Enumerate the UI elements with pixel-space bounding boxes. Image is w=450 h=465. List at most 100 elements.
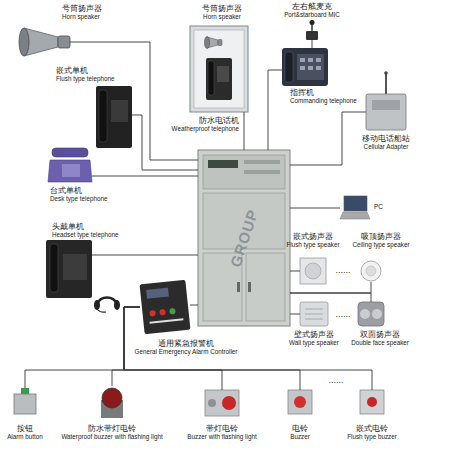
device-node: 壁式扬声器Wall type speaker xyxy=(300,302,328,326)
headset-boom xyxy=(97,309,106,312)
continuation-dots: ...... xyxy=(328,375,343,385)
wire-connector xyxy=(70,42,198,160)
english-label: Alarm button xyxy=(7,433,43,441)
device-node: 按钮Alarm button xyxy=(14,388,36,414)
device-label: 嵌式扬声器Flush type speaker xyxy=(286,232,339,249)
english-label: Waterproof buzzer with flashing light xyxy=(61,433,162,441)
buzzer-dome xyxy=(102,388,122,408)
chinese-label: 嵌式单机 xyxy=(56,66,114,75)
wire-connector xyxy=(112,307,140,386)
device-label: 带灯电铃Buzzer with flashing light xyxy=(187,424,256,441)
controller-strip xyxy=(149,318,183,324)
mic-gooseneck xyxy=(311,24,313,31)
chinese-label: 带灯电铃 xyxy=(187,424,256,433)
chinese-label: 吸顶扬声器 xyxy=(352,232,409,241)
english-label: Horn speaker xyxy=(62,13,102,21)
cabinet-handle xyxy=(237,282,240,292)
wire-connector xyxy=(290,208,340,209)
device-node: 号筒扬声器Horn speaker xyxy=(18,26,70,58)
cabinet-strip xyxy=(244,160,280,164)
chinese-label: 按钮 xyxy=(7,424,43,433)
buzzer-bell xyxy=(367,397,377,407)
device-label: 左右舷麦克Port&starboard MIC xyxy=(284,2,340,19)
chinese-label: 通用紧急报警机 xyxy=(135,339,238,348)
headset-phone-keypad xyxy=(63,254,87,280)
mic-head xyxy=(310,20,315,25)
control-cabinet xyxy=(198,150,290,326)
alarm-button-cap xyxy=(21,388,29,394)
device-label: 嵌式电铃Flush type buzzer xyxy=(347,424,397,441)
commanding-key xyxy=(300,66,305,70)
phone-handset xyxy=(208,61,214,95)
commanding-key xyxy=(316,66,321,70)
device-node: 头戴单机Headset type telephone xyxy=(46,240,92,298)
english-label: General Emergency Alarm Controller xyxy=(135,348,238,356)
device-label: 防水带灯电铃Waterproof buzzer with flashing li… xyxy=(61,424,162,441)
phone-body xyxy=(206,58,232,100)
english-label: Double face speaker xyxy=(351,339,409,347)
wall-speaker xyxy=(300,302,328,326)
ceiling-speaker xyxy=(361,261,381,281)
cabinet-handle xyxy=(248,282,251,292)
connector-group xyxy=(25,40,372,390)
english-label: Weatherproof telephone xyxy=(172,125,239,133)
commanding-key xyxy=(308,58,313,62)
wire-connector xyxy=(290,314,300,315)
flush-phone-handset xyxy=(99,90,107,142)
laptop-screen xyxy=(344,196,367,211)
mic-base xyxy=(306,31,318,40)
chinese-label: 电铃 xyxy=(290,424,310,433)
commanding-key xyxy=(308,66,313,70)
english-label: Wall type speaker xyxy=(289,339,339,347)
device-node: PC xyxy=(340,196,370,220)
double-face-speaker xyxy=(358,302,384,326)
controller-button xyxy=(159,309,166,316)
device-label: 电铃Buzzer xyxy=(290,424,310,441)
laptop-base xyxy=(340,212,370,219)
wire-connector xyxy=(244,112,245,150)
chinese-label: 防水电话机 xyxy=(172,116,239,125)
wire-connector xyxy=(92,176,198,177)
headset-phone-handset xyxy=(50,244,58,292)
device-node: 指挥机Commanding telephone xyxy=(282,48,328,86)
chinese-label: 移动电话船站 xyxy=(362,134,410,143)
desk-phone-keypad xyxy=(62,164,80,177)
device-label: 双面扬声器Double face speaker xyxy=(351,330,409,347)
device-label: PC xyxy=(374,203,383,211)
wire-connector xyxy=(190,305,198,306)
device-node: 防水电话机Weatherproof telephone xyxy=(190,26,248,112)
device-label: 防水电话机Weatherproof telephone xyxy=(172,116,239,133)
wire-connector xyxy=(124,307,300,390)
headset-earcup xyxy=(94,300,100,310)
commanding-keypad xyxy=(297,54,324,80)
desk-phone-body xyxy=(48,160,92,182)
commanding-key xyxy=(300,58,305,62)
cabinet-strip xyxy=(244,170,280,174)
flush-phone-body xyxy=(96,86,132,148)
device-node: 嵌式单机Flush type telephone xyxy=(96,86,132,148)
speaker-grille xyxy=(305,314,323,315)
chinese-label: 号筒扬声器 xyxy=(202,4,242,13)
device-node: 防水带灯电铃Waterproof buzzer with flashing li… xyxy=(98,386,126,418)
chinese-label: 防水带灯电铃 xyxy=(61,424,162,433)
buzzer-bell xyxy=(208,399,216,407)
english-label: Desk type telephone xyxy=(50,195,107,203)
chinese-label: 嵌式电铃 xyxy=(347,424,397,433)
flush-phone-keypad xyxy=(111,100,128,122)
speaker-grille xyxy=(360,309,370,319)
device-label: 台式单机Desk type telephone xyxy=(50,186,107,203)
device-label: 移动电话船站Cellular Adapter xyxy=(362,134,410,151)
device-label: 号筒扬声器Horn speaker xyxy=(202,4,242,21)
cabinet-top-panel xyxy=(203,155,285,189)
wire-connector xyxy=(124,307,372,390)
antenna xyxy=(385,74,387,94)
english-label: Buzzer with flashing light xyxy=(187,433,256,441)
device-label: 嵌式单机Flush type telephone xyxy=(56,66,114,83)
device-label: 按钮Alarm button xyxy=(7,424,43,441)
buzzer-bell xyxy=(294,396,306,408)
device-node: 吸顶扬声器Ceiling type speaker xyxy=(360,260,382,282)
device-label: 壁式扬声器Wall type speaker xyxy=(289,330,339,347)
device-node: 嵌式电铃Flush type buzzer xyxy=(360,390,384,414)
wire-connector xyxy=(290,112,366,165)
